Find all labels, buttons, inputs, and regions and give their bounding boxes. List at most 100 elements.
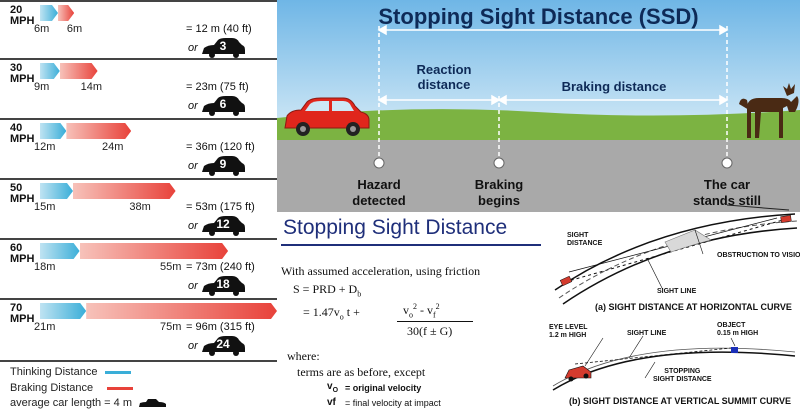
legend-thinking: Thinking Distance	[10, 366, 132, 378]
legend-car-length: average car length = 4 m	[10, 397, 168, 409]
fraction-bar	[397, 321, 473, 322]
or-label: or	[188, 100, 198, 112]
car-count-icon: 6	[200, 94, 246, 116]
title-underline	[281, 244, 541, 246]
caption-a: (a) SIGHT DISTANCE AT HORIZONTAL CURVE	[595, 302, 792, 312]
car-count-value: 6	[219, 97, 227, 111]
braking-distance-value: 24m	[102, 141, 124, 153]
braking-distance-value: 75m	[160, 321, 182, 333]
braking-distance-value: 38m	[129, 201, 151, 213]
equation-1: S = PRD + Db	[293, 282, 362, 299]
fraction-numerator: vo2 - vf2	[403, 302, 440, 320]
total-distance: = 36m (120 ft)	[186, 141, 255, 153]
braking-distance-bar	[86, 303, 277, 319]
sight-line-label-b: SIGHT LINE	[627, 330, 667, 337]
vf-definition: = final velocity at impact	[345, 398, 441, 408]
formula-intro: With assumed acceleration, using frictio…	[281, 264, 481, 278]
thinking-distance-value: 6m	[34, 23, 50, 35]
car-count-value: 9	[219, 157, 227, 171]
object-marker	[731, 347, 738, 353]
equation-2: = 1.47vo t +	[303, 305, 360, 322]
row-divider	[0, 0, 277, 2]
car-length-icon	[139, 399, 166, 408]
sight-distance-label-a: SIGHT DISTANCE	[567, 232, 603, 247]
curve-diagrams	[552, 213, 798, 391]
car-count-icon: 9	[200, 154, 246, 176]
total-distance: = 23m (75 ft)	[186, 81, 249, 93]
moose-icon	[739, 83, 799, 138]
or-label: or	[188, 160, 198, 172]
braking-begins-label: Braking begins	[474, 177, 524, 208]
thinking-distance-value: 21m	[34, 321, 56, 333]
car-count-icon: 18	[200, 274, 246, 296]
terms-note: terms are as before, except	[297, 365, 426, 379]
ssd-illustration: Stopping Sight Distance (SSD) Reaction d…	[277, 0, 800, 212]
sight-line-label-a: SIGHT LINE	[657, 288, 697, 295]
hazard-detected-label: Hazard detected	[352, 177, 406, 208]
car-count-value: 18	[216, 277, 230, 291]
caption-b: (b) SIGHT DISTANCE AT VERTICAL SUMMIT CU…	[569, 396, 791, 406]
obstruction-label: OBSTRUCTION TO VISION	[717, 252, 800, 259]
where-label: where:	[287, 349, 320, 363]
total-distance: = 12 m (40 ft)	[186, 23, 252, 35]
thinking-distance-value: 9m	[34, 81, 50, 93]
car-icon-a	[559, 275, 573, 287]
thinking-distance-bar	[40, 63, 60, 79]
vf-symbol: vf	[327, 397, 336, 408]
thinking-distance-bar	[40, 5, 58, 21]
legend-braking: Braking Distance	[10, 382, 134, 394]
row-divider	[0, 118, 277, 120]
braking-distance-bar	[58, 5, 74, 21]
thinking-swatch	[105, 370, 132, 374]
or-label: or	[188, 340, 198, 352]
car-count-icon: 3	[200, 36, 246, 58]
total-distance: = 53m (175 ft)	[186, 201, 255, 213]
row-divider	[0, 298, 277, 300]
row-divider	[0, 238, 277, 240]
ssd-scene	[277, 0, 800, 212]
total-distance: = 96m (315 ft)	[186, 321, 255, 333]
braking-distance-bar	[73, 183, 176, 199]
braking-distance-value: 14m	[80, 81, 102, 93]
formula-title: Stopping Sight Distance	[283, 216, 508, 239]
car-icon-b	[564, 365, 592, 382]
car-count-icon: 12	[200, 214, 246, 236]
car-count-value: 24	[216, 337, 230, 351]
row-divider	[0, 178, 277, 180]
braking-distance-bar	[66, 123, 131, 139]
car-count-icon: 24	[200, 334, 246, 356]
thinking-distance-bar	[40, 303, 86, 319]
thinking-distance-value: 18m	[34, 261, 56, 273]
vo-symbol: vO	[327, 381, 339, 394]
thinking-distance-bar	[40, 183, 73, 199]
or-label: or	[188, 42, 198, 54]
legend-divider	[0, 360, 277, 362]
thinking-distance-value: 12m	[34, 141, 56, 153]
object-label: OBJECT 0.15 m HIGH	[717, 322, 759, 337]
total-distance: = 73m (240 ft)	[186, 261, 255, 273]
thinking-distance-bar	[40, 243, 80, 259]
vo-definition: = original velocity	[345, 383, 422, 393]
target-car-icon-a	[780, 215, 792, 223]
braking-distance-bar	[60, 63, 98, 79]
car-stands-still-label: The car stands still	[693, 177, 761, 208]
braking-distance-value: 55m	[160, 261, 182, 273]
thinking-distance-bar	[40, 123, 66, 139]
row-divider	[0, 58, 277, 60]
car-count-value: 3	[219, 39, 227, 53]
sight-distance-figure: SIGHT DISTANCE OBSTRUCTION TO VISION SIG…	[545, 212, 800, 412]
stopping-sight-distance-label: STOPPING SIGHT DISTANCE	[653, 368, 712, 383]
